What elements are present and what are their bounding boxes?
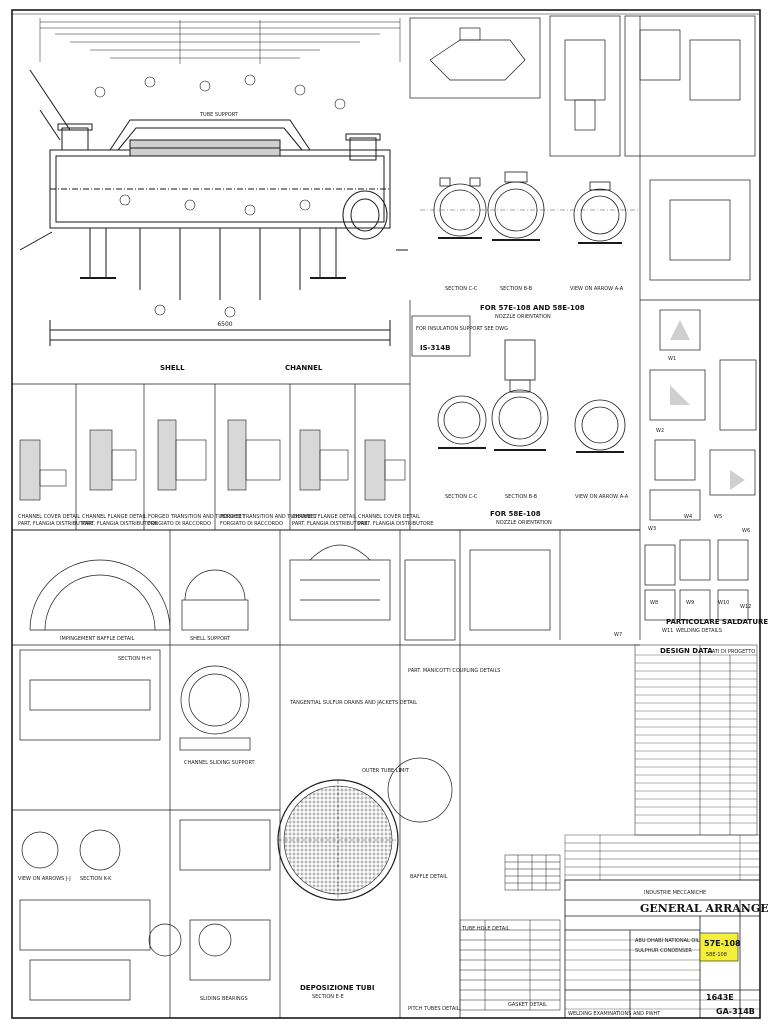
main-elevation-view: 6500 SHELL CHANNEL TUBE SUPPORT: [19, 18, 408, 372]
drawing-number: GA-314B: [716, 1007, 755, 1016]
section-b-top: SECTION B-B: [500, 286, 533, 292]
drain-detail-label: TANGENTIAL SULFUR DRAINS AND JACKETS DET…: [289, 700, 417, 706]
weld-w4: W4: [684, 514, 692, 520]
section-kk-label: SECTION K-K: [80, 876, 112, 882]
section-views-top: [420, 171, 640, 244]
item-tag: 57E-108: [704, 939, 741, 948]
section-c-mid: SECTION C-C: [445, 494, 478, 500]
shell-label: SHELL: [160, 364, 185, 372]
sheet-number: 1643E: [706, 993, 734, 1002]
company-name: INDUSTRIE MECCANICHE: [644, 890, 706, 896]
section-c-top: SECTION C-C: [445, 286, 478, 292]
design-data-rows: [635, 654, 757, 824]
weld-w7: W7: [614, 632, 622, 638]
flange-detail-5-name: CHANNEL FLANGE DETAIL: [292, 514, 357, 520]
insulation-note-text: FOR INSULATION SUPPORT SEE DWG: [416, 326, 508, 332]
weld-w6: W6: [742, 528, 750, 534]
nozzle-detail-views: [409, 15, 756, 281]
flange-detail-5-sub: PART. FLANGIA DISTRIBUTORE: [292, 521, 367, 527]
tube-hole-label: TUBE HOLE DETAIL: [461, 926, 510, 932]
client-name: ABU DHABI NATIONAL OIL COMPANY: [635, 938, 727, 944]
flange-detail-6-name: CHANNEL COVER DETAIL: [358, 514, 420, 520]
notes-block: [564, 834, 761, 881]
section-subcaption-mid: NOZZLE ORIENTATION: [496, 520, 552, 526]
design-data-table: [634, 644, 758, 836]
tube-support-label: TUBE SUPPORT: [199, 112, 239, 118]
section-subcaption-top: NOZZLE ORIENTATION: [495, 314, 551, 320]
revision-rows: [565, 939, 760, 1010]
lower-details-grid: [12, 530, 640, 1018]
weld-w10: W10: [718, 600, 729, 606]
impingement-label: IMPINGEMENT BAFFLE DETAIL: [60, 636, 135, 642]
coupling-label: PART. MANICOTTI COUPLING DETAILS: [408, 668, 500, 674]
channel-label: CHANNEL: [285, 364, 323, 372]
item-tag-highlight: [699, 932, 739, 962]
flange-detail-4-sub: FORGIATO DI RACCORDO: [220, 521, 283, 527]
flange-detail-1-name: CHANNEL COVER DETAIL: [18, 514, 80, 520]
section-b-mid: SECTION B-B: [505, 494, 538, 500]
weld-w8: W8: [650, 600, 658, 606]
section-views-mid: [437, 339, 626, 453]
insulation-note-ref: IS-314B: [420, 344, 451, 352]
flange-detail-2-name: CHANNEL FLANGE DETAIL: [82, 514, 147, 520]
item-tag-sub: 58E-108: [706, 952, 727, 958]
weld-w1: W1: [668, 356, 676, 362]
view-arrows-label: VIEW ON ARROWS J-J: [18, 876, 71, 882]
design-data-sub: DATI DI PROGETTO: [708, 649, 755, 655]
welding-details: [640, 299, 760, 621]
pitch-detail-label: PITCH TUBES DETAIL: [408, 1006, 460, 1012]
drawing-title: GENERAL ARRANGEMENT: [640, 902, 768, 915]
weld-w2: W2: [656, 428, 664, 434]
sheet-marker: 1: [742, 908, 745, 914]
weld-w5: W5: [714, 514, 722, 520]
flange-detail-1-sub: PART. FLANGIA DISTRIBUTORE: [18, 521, 93, 527]
flange-detail-3-name: FORGED TRANSITION AND TUBESHEET: [148, 514, 246, 520]
gasket-label: GASKET DETAIL: [508, 1002, 547, 1008]
design-data-title: DESIGN DATA: [660, 647, 713, 655]
flange-detail-3-sub: FORGIATO DI RACCORDO: [148, 521, 211, 527]
weld-w9: W9: [686, 600, 694, 606]
channel-support-label: CHANNEL SLIDING SUPPORT: [184, 760, 256, 766]
tubesheet-subcaption: SECTION E-E: [312, 994, 344, 1000]
flange-detail-4-name: FORGED TRANSITION AND TUBESHEET: [220, 514, 318, 520]
flange-detail-cells: [19, 419, 406, 501]
sheet-border: [11, 9, 761, 1019]
section-a-mid: VIEW ON ARROW A-A: [575, 494, 629, 500]
flange-details-row: [12, 16, 641, 640]
weld-w3: W3: [648, 526, 656, 532]
welding-title: PARTICOLARE SALDATURE: [666, 618, 768, 626]
service-name: SULPHUR CONDENSER: [635, 948, 692, 954]
insulation-note-box: [411, 315, 471, 357]
welding-note: WELDING EXAMINATIONS AND PWHT: [568, 1011, 661, 1017]
total-length-dim: 6500: [217, 321, 232, 328]
gasket-table: [459, 854, 561, 1011]
shell-support-label: SHELL SUPPORT: [190, 636, 231, 642]
tubesheet-caption: DEPOSIZIONE TUBI: [300, 984, 374, 992]
tubesheet-layout: [277, 779, 399, 901]
outer-tube-limit-label: OUTER TUBE LIMIT: [362, 768, 410, 774]
flange-detail-6-sub: PART. FLANGIA DISTRIBUTORE: [358, 521, 433, 527]
section-a-top: VIEW ON ARROW A-A: [570, 286, 624, 292]
sliding-bearings-label: SLIDING BEARINGS: [200, 996, 248, 1002]
section-caption-mid: FOR 58E-108: [490, 510, 541, 518]
flange-detail-2-sub: PART. FLANGIA DISTRIBUTORE: [82, 521, 157, 527]
weld-w12: W12: [740, 604, 751, 610]
section-hh-label: SECTION H-H: [118, 656, 151, 662]
baffle-label: BAFFLE DETAIL: [410, 874, 448, 880]
welding-subtitle: WELDING DETAILS: [676, 628, 722, 634]
section-caption-top: FOR 57E-108 AND 58E-108: [480, 304, 585, 312]
weld-w11: W11: [662, 628, 673, 634]
title-block: [564, 879, 761, 1019]
